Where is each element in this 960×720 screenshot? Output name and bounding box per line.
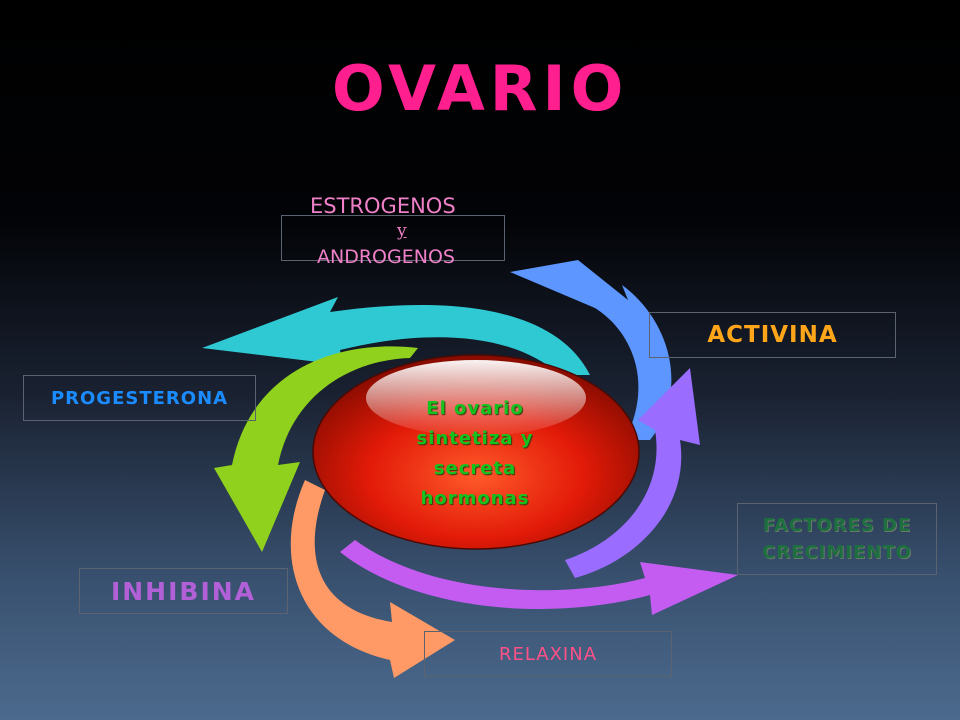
arrow-orange (290, 480, 455, 678)
center-text: El ovario sintetiza y secreta hormonas (380, 394, 570, 514)
inhibina-box: INHIBINA (79, 568, 288, 614)
center-line-4: hormonas (420, 488, 530, 509)
activina-box: ACTIVINA (649, 312, 896, 358)
center-line-1: El ovario (426, 398, 524, 419)
factores-crecimiento-box: FACTORES DE CRECIMIENTO (737, 503, 937, 575)
relaxina-box: RELAXINA (424, 631, 672, 677)
factores-line-2: CRECIMIENTO (762, 542, 912, 563)
page-title: OVARIO (332, 52, 629, 125)
estrogenos-label: ESTROGENOS (310, 194, 456, 218)
estrogenos-androgenos-box (281, 215, 505, 261)
ovary-gloss (366, 360, 586, 436)
factores-line-1: FACTORES DE (762, 515, 912, 536)
center-line-3: secreta (433, 458, 517, 479)
arrow-green (214, 346, 418, 552)
arrow-magenta (340, 540, 738, 615)
androgenos-label: ANDROGENOS (317, 246, 455, 268)
arrow-purple (565, 368, 700, 578)
arrow-blue (510, 260, 672, 440)
progesterona-box: PROGESTERONA (23, 375, 256, 421)
arrow-cyan (202, 297, 590, 375)
center-line-2: sintetiza y (416, 428, 534, 449)
estrogenos-y-label: y (397, 221, 407, 241)
